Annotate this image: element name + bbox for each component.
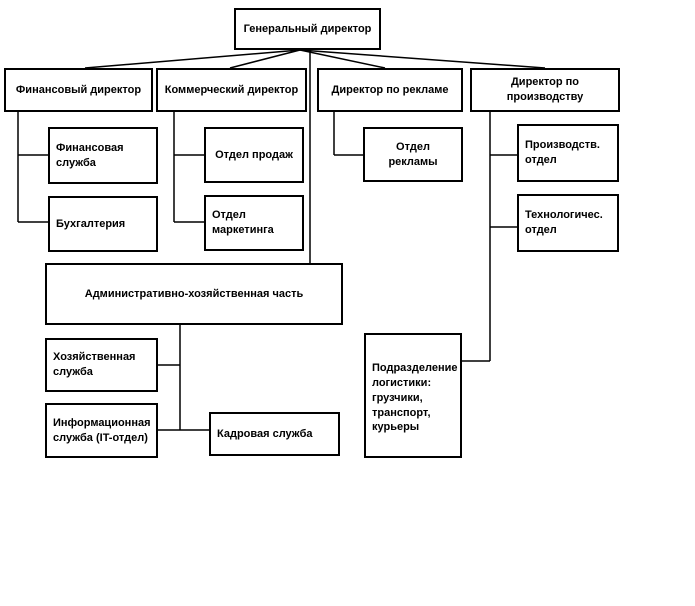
ad-department-box: Отдел рекламы xyxy=(363,127,463,182)
ceo-label: Генеральный директор xyxy=(243,22,372,35)
accounting-box: Бухгалтерия xyxy=(48,196,158,252)
admin-part-box: Административно-хозяйственная часть xyxy=(45,263,343,325)
production-director-box: Директор по производству xyxy=(470,68,620,112)
ceo-box: Генеральный директор xyxy=(234,8,381,50)
ad-department-label: Отдел рекламы xyxy=(388,140,438,168)
it-service-label: Информационная служба (IT-отдел) xyxy=(53,416,151,444)
connector-ceo-production xyxy=(299,49,546,69)
production-department-label: Производств. отдел xyxy=(525,139,600,166)
connector-ceo-advertising xyxy=(299,49,386,69)
production-director-label: Директор по производству xyxy=(506,76,584,103)
production-department-box: Производств. отдел xyxy=(517,124,619,182)
sales-department-label: Отдел продаж xyxy=(215,148,293,161)
connector-ceo-commerce xyxy=(229,49,301,69)
advertising-director-label: Директор по рекламе xyxy=(331,83,449,96)
marketing-department-label: Отдел маркетинга xyxy=(212,209,274,236)
finance-service-box: Финансовая служба xyxy=(48,127,158,184)
accounting-label: Бухгалтерия xyxy=(56,217,126,230)
commercial-director-box: Коммерческий директор xyxy=(156,68,307,112)
logistics-box: Подразделение логистики: грузчики, транс… xyxy=(364,333,462,458)
commercial-director-label: Коммерческий директор xyxy=(164,83,299,96)
hr-service-box: Кадровая служба xyxy=(209,412,340,456)
finance-director-label: Финансовый директор xyxy=(15,83,142,96)
technology-department-box: Технологичес. отдел xyxy=(517,194,619,252)
finance-service-label: Финансовая служба xyxy=(56,141,124,169)
hr-service-label: Кадровая служба xyxy=(217,427,313,440)
marketing-department-box: Отдел маркетинга xyxy=(204,195,304,251)
finance-director-box: Финансовый директор xyxy=(4,68,153,112)
it-service-box: Информационная служба (IT-отдел) xyxy=(45,403,158,458)
sales-department-box: Отдел продаж xyxy=(204,127,304,183)
technology-department-label: Технологичес. отдел xyxy=(525,209,603,236)
household-service-label: Хозяйственная служба xyxy=(53,351,136,378)
connector-ceo-finance xyxy=(84,49,301,69)
logistics-label: Подразделение логистики: грузчики, транс… xyxy=(372,362,458,434)
advertising-director-box: Директор по рекламе xyxy=(317,68,463,112)
admin-part-label: Административно-хозяйственная часть xyxy=(84,287,304,300)
household-service-box: Хозяйственная служба xyxy=(45,338,158,392)
